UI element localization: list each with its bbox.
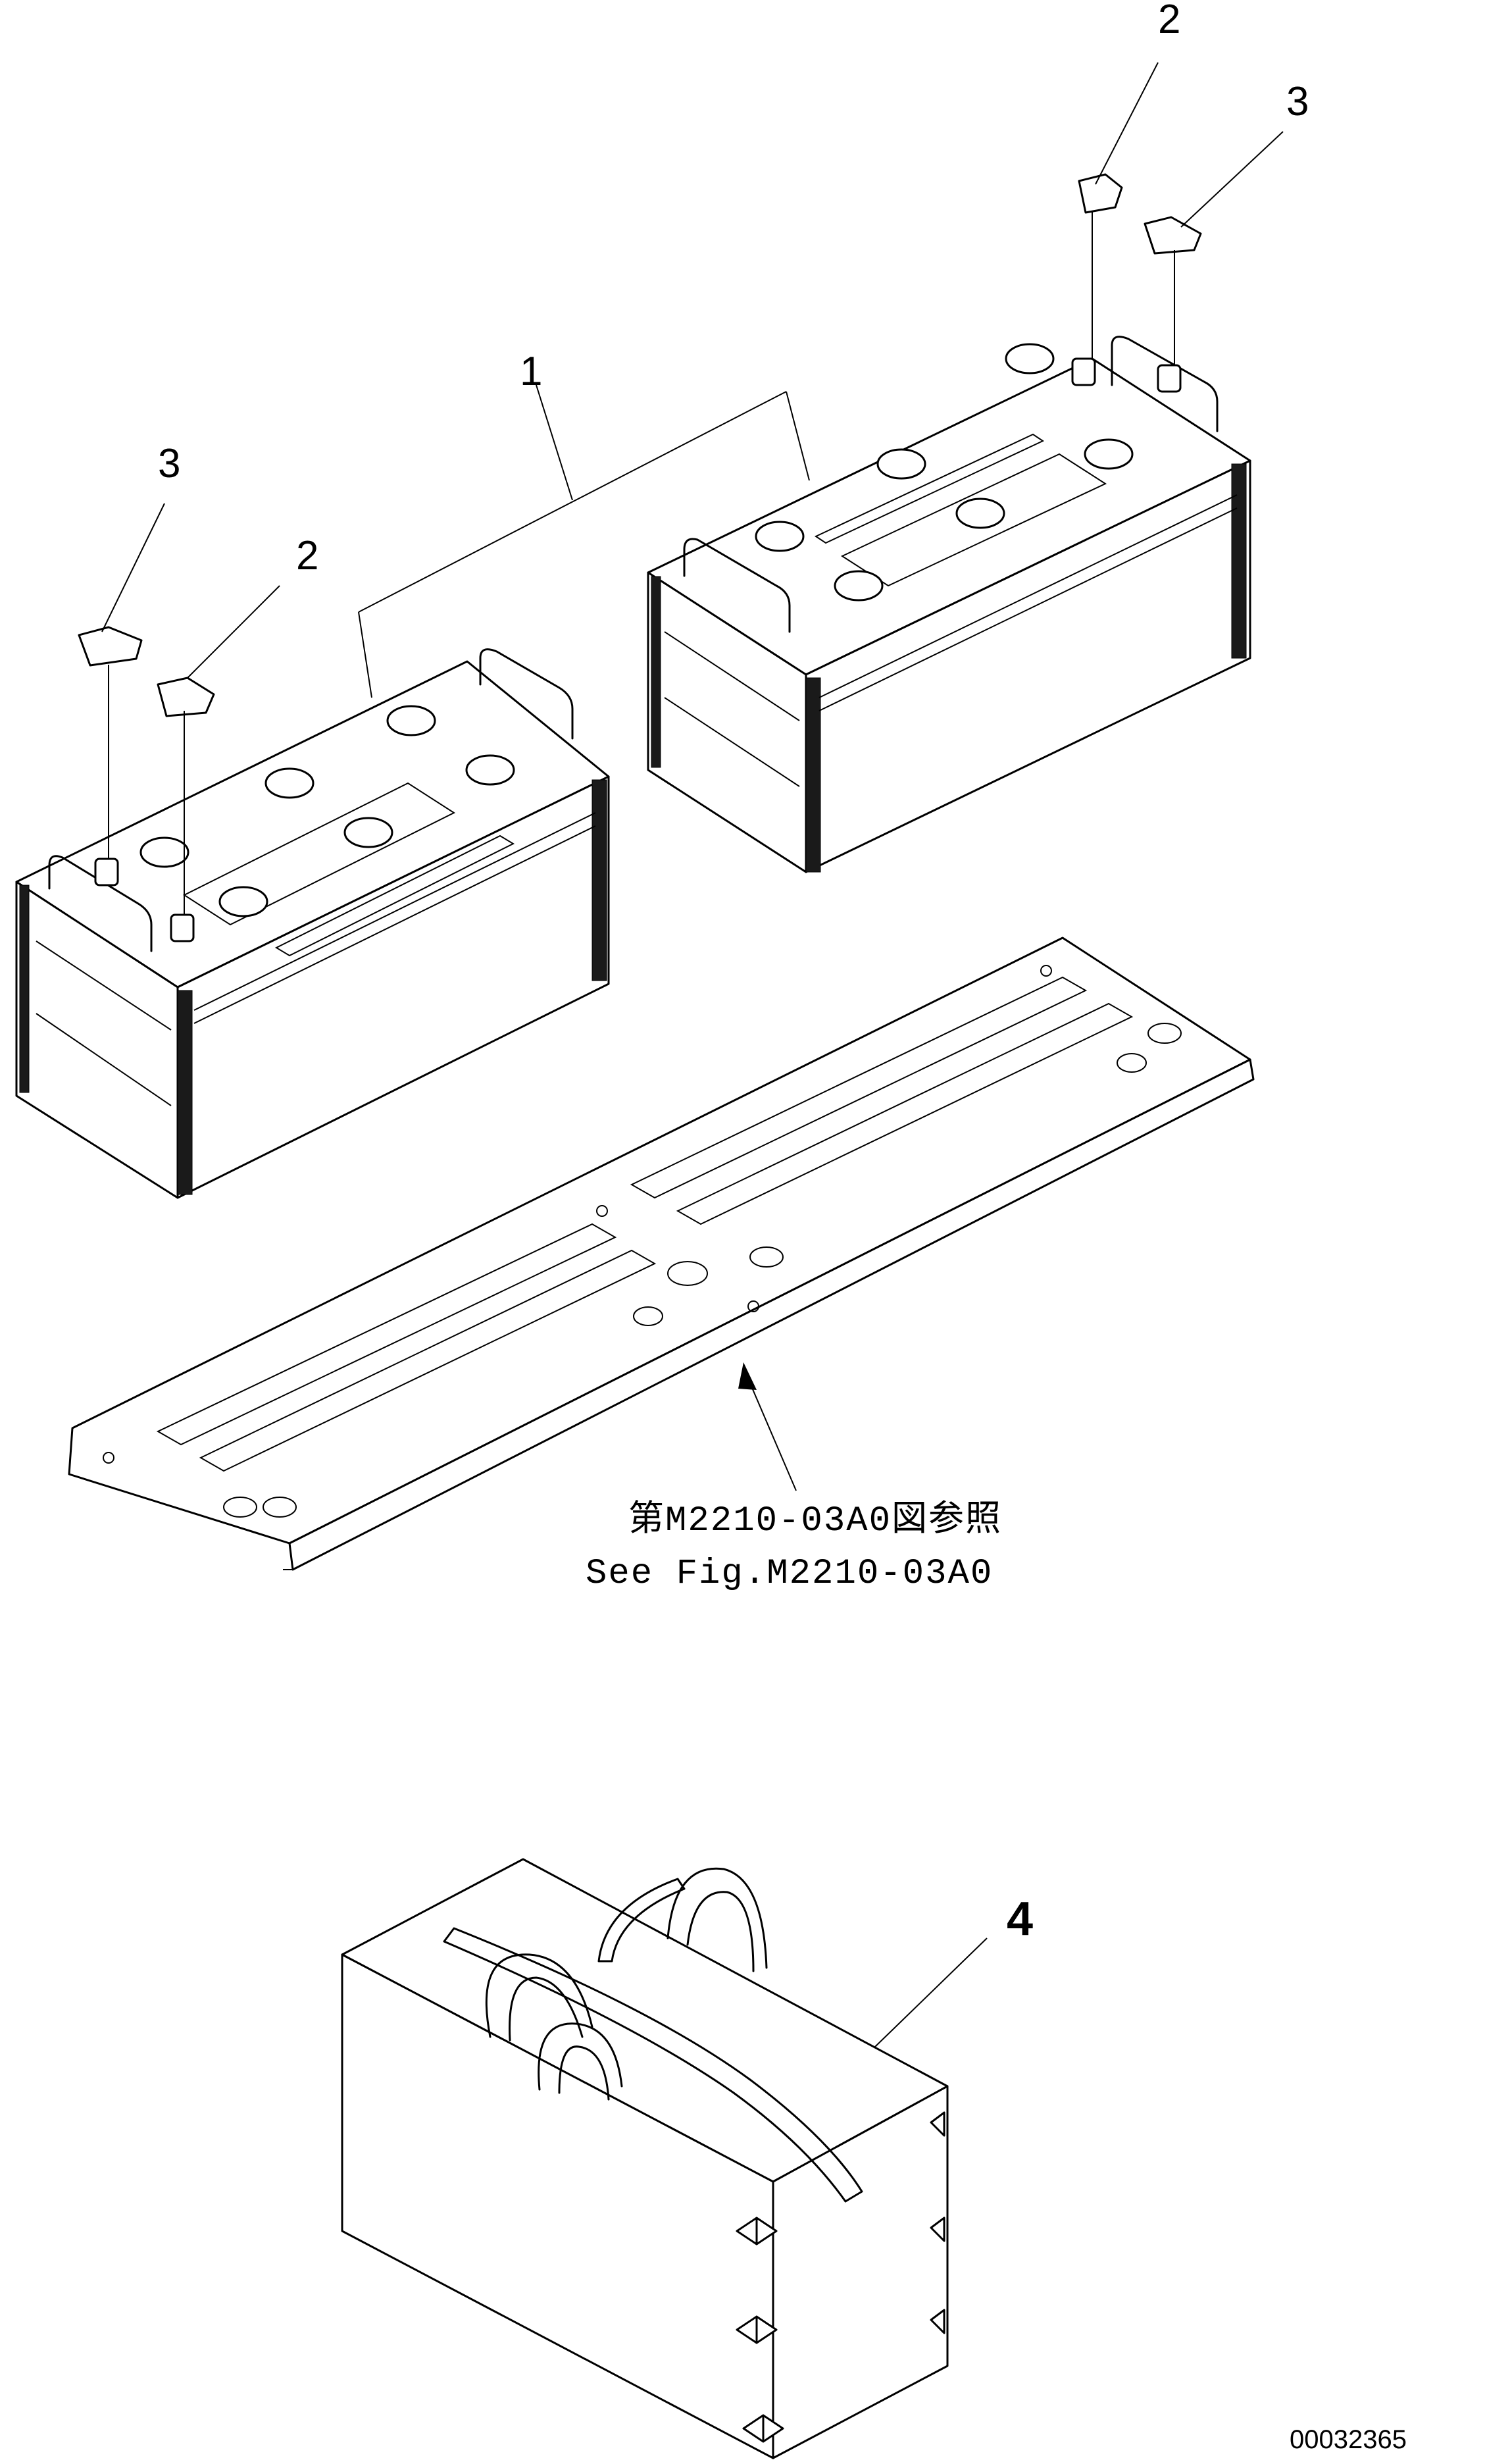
cover-ties (736, 2111, 945, 2443)
callout-4: 4 (1007, 1893, 1033, 1945)
callout-2-left: 2 (296, 533, 318, 578)
callout-3-left: 3 (158, 441, 180, 486)
terminal-clamps-right (1078, 62, 1284, 365)
leader-battery (358, 384, 810, 698)
battery-right (647, 336, 1251, 873)
reference-text-jp: 第M2210-03A0図参照 (628, 1499, 1002, 1541)
callout-1: 1 (520, 349, 542, 394)
reference-text-en: See Fig.M2210-03A0 (586, 1554, 993, 1594)
callout-3-right: 3 (1286, 79, 1309, 124)
cell-caps-right (755, 343, 1134, 602)
terminal-clamps-left (78, 503, 280, 915)
battery-tray (68, 937, 1255, 1571)
battery-left (15, 648, 610, 1199)
drawing-number: 00032365 (1290, 2425, 1407, 2454)
reference-arrow (738, 1362, 797, 1491)
callout-2-right: 2 (1158, 0, 1180, 42)
cell-caps-left (139, 705, 515, 917)
battery-cover (341, 1858, 988, 2459)
